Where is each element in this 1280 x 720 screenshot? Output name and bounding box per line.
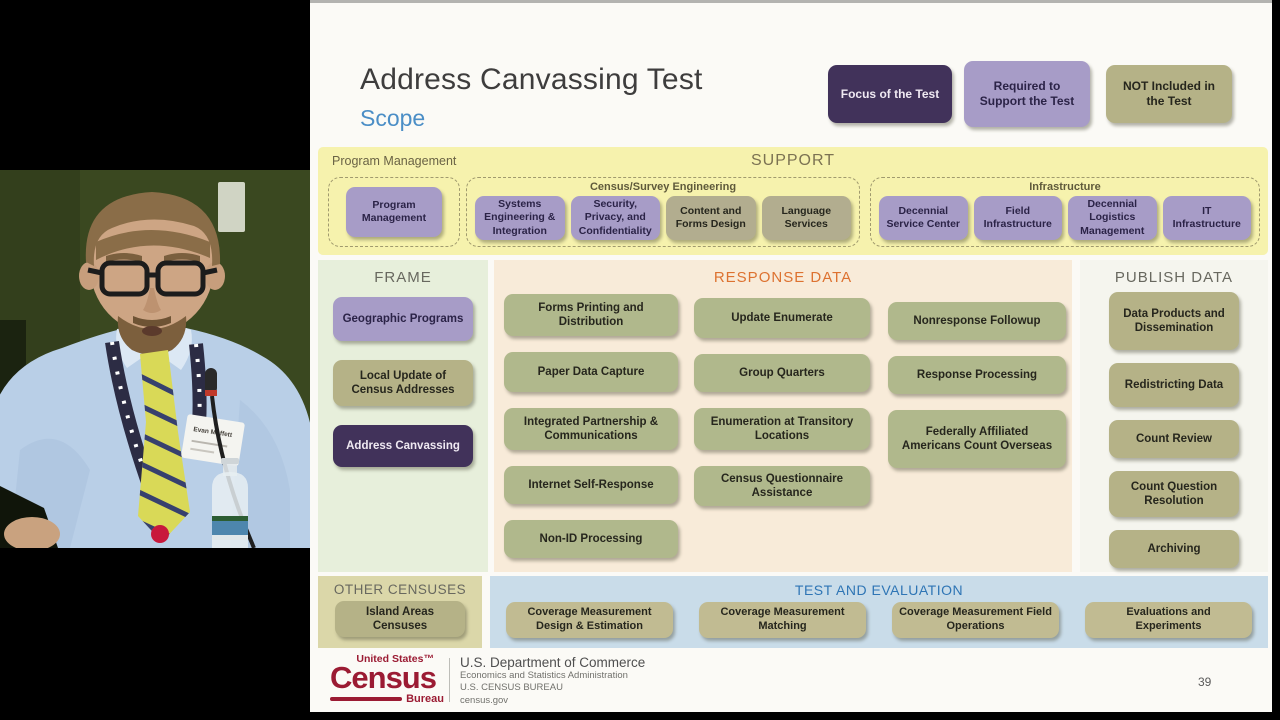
box-paper-data-capture: Paper Data Capture <box>504 352 678 392</box>
light-switch <box>218 182 245 232</box>
census-survey-engineering-label: Census/Survey Engineering <box>589 181 737 193</box>
box-local-update-census-addresses: Local Update of Census Addresses <box>333 360 473 406</box>
response-data-header: RESPONSE DATA <box>713 269 853 286</box>
box-program-management: Program Management <box>346 187 442 237</box>
slide-title: Address Canvassing Test <box>360 63 703 96</box>
box-coverage-matching: Coverage Measurement Matching <box>699 602 866 638</box>
slide-subtitle: Scope <box>360 105 426 131</box>
box-archiving: Archiving <box>1109 530 1239 568</box>
census-bureau-logo: United States™ Census Bureau <box>330 653 444 705</box>
program-management-group: Program Management <box>328 177 460 247</box>
support-header: SUPPORT <box>750 152 836 169</box>
box-security-privacy: Security, Privacy, and Confidentiality <box>570 196 660 240</box>
box-island-areas-censuses: Island Areas Censuses <box>335 601 465 637</box>
response-data-section: RESPONSE DATA Forms Printing and Distrib… <box>494 260 1072 572</box>
legend-required-to-support: Required to Support the Test <box>964 61 1090 127</box>
footer-census-gov: census.gov <box>460 694 509 706</box>
presenter-video-feed: Evan Moffett <box>0 170 310 548</box>
presenter-illustration: Evan Moffett <box>0 170 310 548</box>
box-integrated-partnership: Integrated Partnership & Communications <box>504 408 678 450</box>
frame-section: FRAME Geographic Programs Local Update o… <box>318 260 488 572</box>
water-bottle <box>212 458 248 548</box>
footer-dept-commerce: U.S. Department of Commerce <box>460 655 646 670</box>
test-evaluation-header: TEST AND EVALUATION <box>794 582 964 598</box>
glasses <box>87 260 218 297</box>
footer-esa: Economics and Statistics Administration <box>460 670 628 681</box>
box-redistricting-data: Redistricting Data <box>1109 363 1239 407</box>
box-internet-self-response: Internet Self-Response <box>504 466 678 504</box>
support-section: Program Management SUPPORT Program Manag… <box>318 147 1268 255</box>
box-decennial-logistics: Decennial Logistics Management <box>1068 196 1157 240</box>
box-enumeration-transitory: Enumeration at Transitory Locations <box>694 408 870 450</box>
box-address-canvassing: Address Canvassing <box>333 425 473 467</box>
infrastructure-group: Infrastructure Decennial Service Center … <box>870 177 1260 247</box>
publish-data-header: PUBLISH DATA <box>1114 269 1234 286</box>
presenter-head <box>90 199 214 333</box>
red-pin <box>151 525 169 543</box>
infrastructure-label: Infrastructure <box>1029 181 1101 193</box>
other-censuses-section: OTHER CENSUSES Island Areas Censuses <box>318 576 482 648</box>
publish-data-section: PUBLISH DATA Data Products and Dissemina… <box>1080 260 1268 572</box>
box-coverage-field-operations: Coverage Measurement Field Operations <box>892 602 1059 638</box>
logo-united-states: United States™ <box>356 653 434 665</box>
slide-page-number: 39 <box>1198 675 1212 689</box>
box-it-infrastructure: IT Infrastructure <box>1162 196 1251 240</box>
box-evaluations-experiments: Evaluations and Experiments <box>1085 602 1252 638</box>
box-count-question-resolution: Count Question Resolution <box>1109 471 1239 517</box>
logo-bureau: Bureau <box>406 693 444 706</box>
box-federally-affiliated: Federally Affiliated Americans Count Ove… <box>888 410 1066 468</box>
presentation-slide: Address Canvassing Test Scope Focus of t… <box>310 0 1272 712</box>
box-count-review: Count Review <box>1109 420 1239 458</box>
box-update-enumerate: Update Enumerate <box>694 298 870 338</box>
other-censuses-header: OTHER CENSUSES <box>333 582 467 597</box>
box-data-products: Data Products and Dissemination <box>1109 292 1239 350</box>
box-content-forms-design: Content and Forms Design <box>666 196 756 240</box>
box-group-quarters: Group Quarters <box>694 354 870 392</box>
box-census-questionnaire-assistance: Census Questionnaire Assistance <box>694 466 870 506</box>
test-evaluation-section: TEST AND EVALUATION Coverage Measurement… <box>490 576 1268 648</box>
box-nonresponse-followup: Nonresponse Followup <box>888 302 1066 340</box>
footer-census-bureau: U.S. CENSUS BUREAU <box>460 682 563 694</box>
box-field-infrastructure: Field Infrastructure <box>973 196 1062 240</box>
box-decennial-service-center: Decennial Service Center <box>879 196 968 240</box>
census-survey-engineering-group: Census/Survey Engineering Systems Engine… <box>466 177 860 247</box>
logo-census: Census <box>330 660 437 695</box>
box-forms-printing: Forms Printing and Distribution <box>504 294 678 336</box>
hand <box>4 517 60 548</box>
legend-not-included: NOT Included in the Test <box>1106 65 1232 123</box>
footer-divider <box>449 658 450 702</box>
box-language-services: Language Services <box>761 196 851 240</box>
hair <box>85 192 221 266</box>
program-management-label: Program Management <box>332 154 457 168</box>
box-response-processing: Response Processing <box>888 356 1066 394</box>
box-geographic-programs: Geographic Programs <box>333 297 473 341</box>
frame-header: FRAME <box>374 269 432 286</box>
legend-focus-of-test: Focus of the Test <box>828 65 952 123</box>
presenter-video-panel[interactable]: Evan Moffett <box>0 0 310 720</box>
box-coverage-design-estimation: Coverage Measurement Design & Estimation <box>506 602 673 638</box>
name-badge: Evan Moffett <box>181 414 245 466</box>
footer-department-block: U.S. Department of Commerce Economics an… <box>460 655 645 707</box>
logo-underline-bar <box>330 697 403 702</box>
box-systems-engineering: Systems Engineering & Integration <box>475 196 565 240</box>
box-non-id-processing: Non-ID Processing <box>504 520 678 558</box>
